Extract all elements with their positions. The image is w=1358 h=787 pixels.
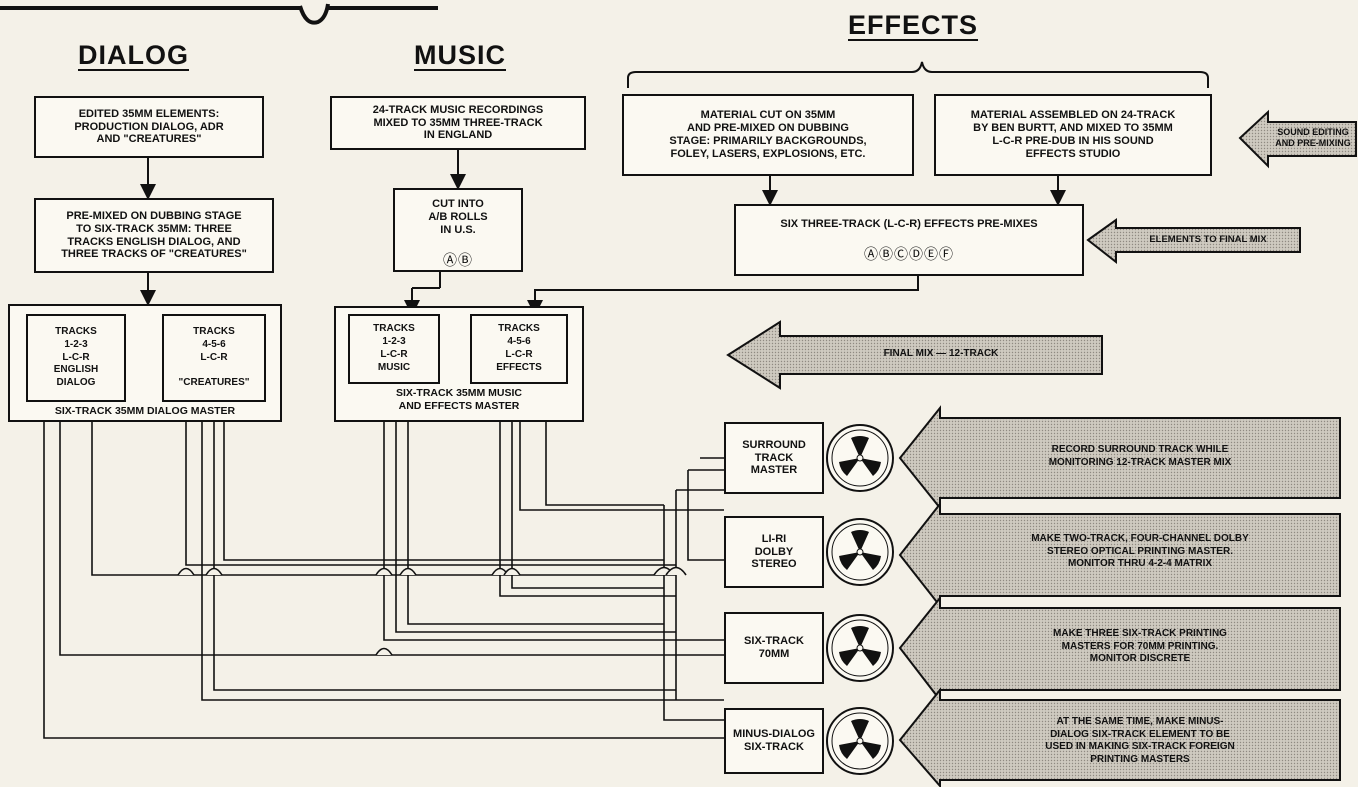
music-cut-box: CUT INTO A/B ROLLS IN U.S. [393,188,523,272]
dialog-tracks-456: TRACKS 4-5-6 L-C-R "CREATURES" [162,314,266,402]
heading-dialog: DIALOG [78,40,189,70]
output-sixtrack-label: SIX-TRACK 70MM [744,635,804,660]
dialog-premixed-text: PRE-MIXED ON DUBBING STAGE TO SIX-TRACK … [61,209,247,261]
arrow-final-mix [726,320,1103,390]
music-tracks-456-text: TRACKS 4-5-6 L-C-R EFFECTS [496,323,542,373]
arrow-out-4 [898,687,1341,787]
dialog-edited-text: EDITED 35MM ELEMENTS: PRODUCTION DIALOG,… [74,107,224,146]
output-minusdialog-label: MINUS-DIALOG SIX-TRACK [733,728,815,753]
arrow-final-mix-label: FINAL MIX — 12-TRACK [883,348,999,359]
effects-premix-marks: ⒶⒷⒸⒹⒺⒻ [864,246,954,262]
arrow-sound-editing [1238,109,1357,169]
dialog-tracks-456-text: TRACKS 4-5-6 L-C-R "CREATURES" [178,326,250,389]
effects-premix-box: SIX THREE-TRACK (L-C-R) EFFECTS PRE-MIXE… [734,204,1084,276]
output-dolby-note: MAKE TWO-TRACK, FOUR-CHANNEL DOLBY STERE… [1031,533,1249,569]
music-recordings-text: 24-TRACK MUSIC RECORDINGS MIXED TO 35MM … [372,103,544,142]
effects-24track-box: MATERIAL ASSEMBLED ON 24-TRACK BY BEN BU… [934,94,1212,176]
output-sixtrack-box: SIX-TRACK 70MM [724,612,824,684]
dialog-tracks-123: TRACKS 1-2-3 L-C-R ENGLISH DIALOG [26,314,126,402]
crossing-humps [177,566,687,656]
output-surround-label: SURROUND TRACK MASTER [742,438,806,477]
output-surround-note: RECORD SURROUND TRACK WHILE MONITORING 1… [1048,444,1232,468]
arrow-elements-label: ELEMENTS TO FINAL MIX [1149,234,1267,245]
output-dolby-box: LI-RI DOLBY STEREO [724,516,824,588]
reel-icon [826,707,894,775]
output-minusdialog-box: MINUS-DIALOG SIX-TRACK [724,708,824,774]
effects-35mm-text: MATERIAL CUT ON 35MM AND PRE-MIXED ON DU… [669,109,867,160]
effects-brace [627,61,1209,88]
music-master-caption: SIX-TRACK 35MM MUSIC AND EFFECTS MASTER [395,387,522,412]
music-tracks-456: TRACKS 4-5-6 L-C-R EFFECTS [470,314,568,384]
arrow-elements [1086,218,1301,265]
music-cut-text: CUT INTO A/B ROLLS IN U.S. [428,198,488,236]
music-tracks-123: TRACKS 1-2-3 L-C-R MUSIC [348,314,440,384]
reel-icon [826,424,894,492]
output-minusdialog-note: AT THE SAME TIME, MAKE MINUS- DIALOG SIX… [1045,716,1235,765]
top-rule [0,3,438,25]
music-tracks-123-text: TRACKS 1-2-3 L-C-R MUSIC [373,323,415,373]
output-surround-box: SURROUND TRACK MASTER [724,422,824,494]
arrow-effects-3 [527,276,919,316]
effects-35mm-box: MATERIAL CUT ON 35MM AND PRE-MIXED ON DU… [622,94,914,176]
routing-lines [43,422,724,739]
reel-icon [826,518,894,586]
music-recordings-box: 24-TRACK MUSIC RECORDINGS MIXED TO 35MM … [330,96,586,150]
arrow-sound-editing-label: SOUND EDITING AND PRE-MIXING [1275,127,1351,149]
dialog-edited-box: EDITED 35MM ELEMENTS: PRODUCTION DIALOG,… [34,96,264,158]
heading-music: MUSIC [414,40,506,70]
effects-24track-text: MATERIAL ASSEMBLED ON 24-TRACK BY BEN BU… [970,109,1176,160]
dialog-premixed-box: PRE-MIXED ON DUBBING STAGE TO SIX-TRACK … [34,198,274,273]
dialog-master-caption: SIX-TRACK 35MM DIALOG MASTER [54,405,236,417]
reel-icon [826,614,894,682]
dialog-tracks-123-text: TRACKS 1-2-3 L-C-R ENGLISH DIALOG [53,326,99,389]
output-dolby-label: LI-RI DOLBY STEREO [751,532,797,571]
effects-premix-text: SIX THREE-TRACK (L-C-R) EFFECTS PRE-MIXE… [780,218,1038,230]
heading-effects: EFFECTS [848,10,979,40]
music-cut-marks: ⒶⒷ [443,252,473,268]
output-sixtrack-note: MAKE THREE SIX-TRACK PRINTING MASTERS FO… [1053,628,1227,664]
